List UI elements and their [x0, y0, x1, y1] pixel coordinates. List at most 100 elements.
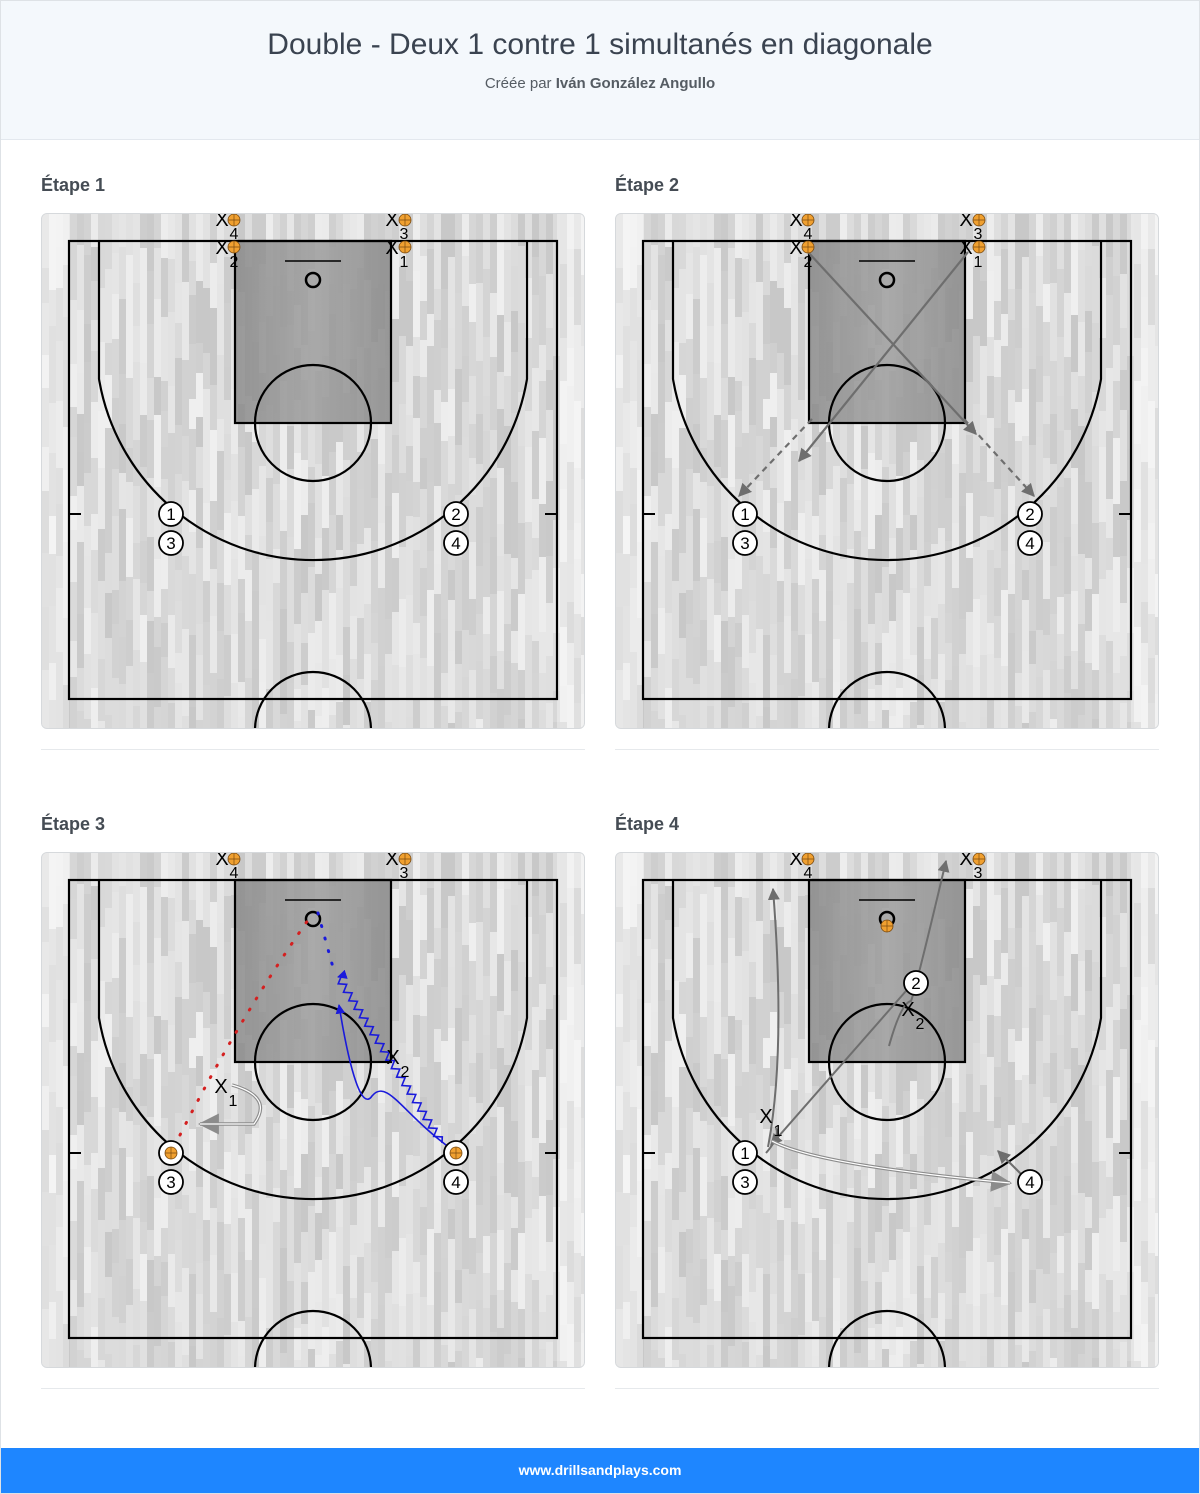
floor-plank: [539, 915, 546, 984]
floor-plank: [497, 524, 504, 556]
floor-plank: [98, 721, 105, 728]
floor-plank: [861, 579, 868, 642]
floor-plank: [1050, 661, 1057, 719]
floor-plank: [1043, 1238, 1050, 1274]
floor-plank: [133, 440, 140, 486]
floor-plank: [693, 214, 700, 247]
floor-plank: [1113, 1271, 1120, 1312]
floor-plank: [763, 344, 770, 399]
floor-plank: [833, 682, 840, 728]
floor-plank: [889, 1103, 896, 1177]
floor-plank: [84, 963, 91, 1001]
floor-plank: [1022, 1290, 1029, 1362]
floor-plank: [623, 1245, 630, 1302]
floor-plank: [1029, 1084, 1036, 1134]
floor-plank: [392, 493, 399, 558]
floor-plank: [252, 442, 259, 489]
floor-plank: [427, 314, 434, 346]
floor-plank: [742, 703, 749, 728]
floor-plank: [777, 288, 784, 353]
floor-plank: [161, 533, 168, 589]
floor-plank: [357, 1318, 364, 1367]
floor-plank: [721, 420, 728, 478]
floor-plank: [791, 853, 798, 923]
floor-plank: [693, 1220, 700, 1276]
floor-plank: [413, 623, 420, 654]
floor-plank: [1064, 1332, 1071, 1367]
floor-plank: [259, 214, 266, 264]
floor-plank: [49, 290, 56, 326]
floor-plank: [1036, 1199, 1043, 1269]
floor-plank: [1057, 543, 1064, 597]
floor-plank: [784, 263, 791, 308]
floor-plank: [1036, 1316, 1043, 1367]
floor-plank: [42, 1086, 49, 1130]
floor-plank: [49, 1042, 56, 1092]
floor-plank: [238, 717, 245, 728]
floor-plank: [567, 348, 574, 386]
floor-plank: [1057, 487, 1064, 543]
floor-plank: [714, 853, 721, 887]
floor-plank: [378, 1162, 385, 1227]
floor-plank: [994, 1297, 1001, 1341]
floor-plank: [434, 1233, 441, 1272]
floor-plank: [1148, 1107, 1155, 1162]
floor-plank: [693, 374, 700, 424]
floor-plank: [434, 214, 441, 289]
floor-plank: [1022, 1028, 1029, 1075]
floor-plank: [637, 685, 644, 728]
floor-plank: [1155, 1294, 1158, 1333]
floor-plank: [1008, 701, 1015, 728]
floor-plank: [1092, 594, 1099, 670]
floor-plank: [721, 673, 728, 728]
floor-plank: [420, 1128, 427, 1207]
floor-plank: [553, 722, 560, 728]
floor-plank: [994, 616, 1001, 658]
floor-plank: [210, 947, 217, 1024]
floor-plank: [210, 569, 217, 616]
floor-plank: [392, 1021, 399, 1074]
floor-plank: [399, 975, 406, 1043]
floor-plank: [1106, 1007, 1113, 1070]
floor-plank: [581, 1148, 584, 1213]
footer-site-link[interactable]: www.drillsandplays.com: [518, 1462, 682, 1478]
floor-plank: [329, 593, 336, 659]
floor-plank: [63, 542, 70, 618]
floor-plank: [581, 1118, 584, 1148]
floor-plank: [1134, 1266, 1141, 1325]
floor-plank: [616, 1130, 623, 1192]
floor-plank: [147, 963, 154, 1017]
floor-plank: [273, 484, 280, 549]
floor-plank: [994, 1255, 1001, 1297]
floor-plank: [217, 631, 224, 679]
floor-plank: [1001, 1121, 1008, 1153]
floor-plank: [987, 1057, 994, 1121]
floor-plank: [287, 579, 294, 642]
floor-plank: [1008, 1203, 1015, 1233]
floor-plank: [623, 1155, 630, 1193]
floor-plank: [756, 1075, 763, 1120]
floor-plank: [385, 1184, 392, 1258]
floor-plank: [217, 583, 224, 631]
floor-plank: [182, 1317, 189, 1355]
floor-plank: [1099, 1086, 1106, 1161]
floor-plank: [1134, 1128, 1141, 1201]
floor-plank: [945, 680, 952, 728]
floor-plank: [70, 1169, 77, 1221]
floor-plank: [889, 1355, 896, 1367]
floor-plank: [777, 581, 784, 622]
floor-plank: [56, 247, 63, 288]
floor-plank: [371, 1078, 378, 1137]
floor-plank: [504, 1114, 511, 1193]
floor-plank: [735, 853, 742, 897]
floor-plank: [924, 465, 931, 542]
floor-plank: [1120, 214, 1127, 274]
floor-plank: [756, 999, 763, 1075]
floor-plank: [294, 1039, 301, 1092]
floor-plank: [1064, 1176, 1071, 1233]
floor-plank: [378, 1367, 385, 1368]
floor-plank: [1064, 478, 1071, 537]
floor-plank: [1071, 214, 1078, 250]
author-link[interactable]: Iván González Angullo: [555, 75, 716, 92]
floor-plank: [1141, 685, 1148, 728]
